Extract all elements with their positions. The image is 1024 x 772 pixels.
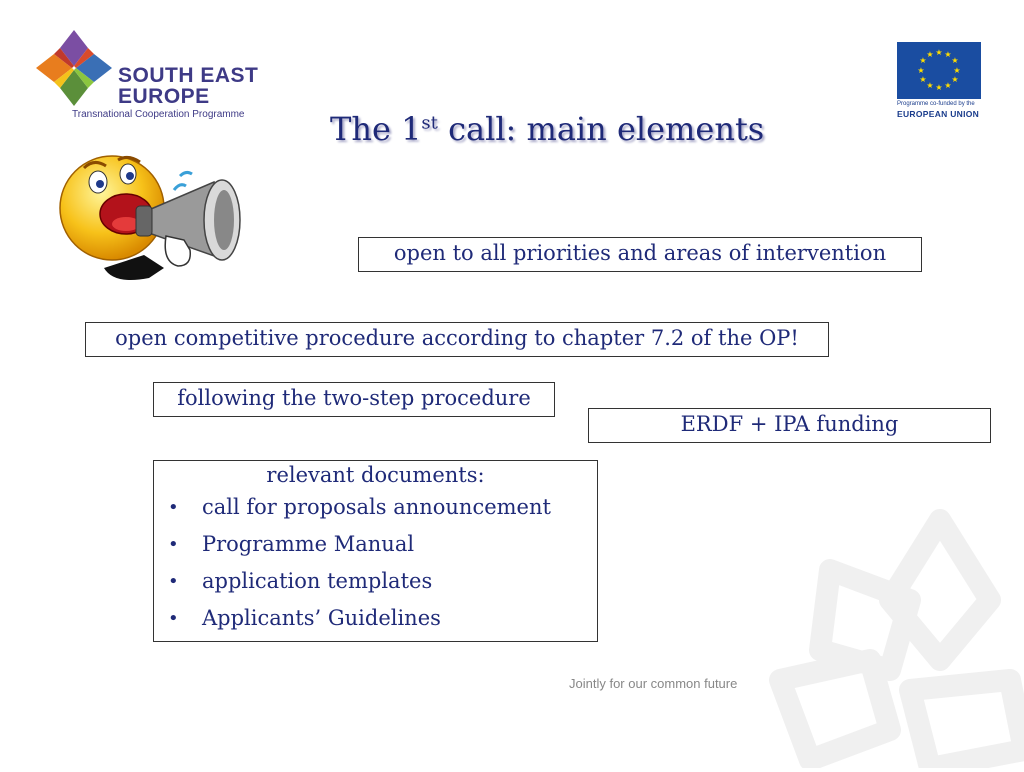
eu-logo: ★ ★ ★ ★ ★ ★ ★ ★ ★ ★ ★ ★ Programme co-fun… [895, 42, 995, 122]
watermark-flower-icon [740, 490, 1024, 772]
flower-logo-icon [36, 30, 112, 106]
list-item: Applicants’ Guidelines [164, 600, 587, 637]
documents-heading: relevant documents: [266, 463, 485, 487]
svg-text:★: ★ [919, 56, 926, 65]
svg-text:★: ★ [944, 81, 951, 90]
svg-text:★: ★ [951, 75, 958, 84]
funding-box: ERDF + IPA funding [588, 408, 991, 443]
two-step-box: following the two-step procedure [153, 382, 555, 417]
eu-flag-icon: ★ ★ ★ ★ ★ ★ ★ ★ ★ ★ ★ ★ [897, 42, 981, 99]
list-item: application templates [164, 563, 587, 600]
svg-text:★: ★ [926, 50, 933, 59]
eu-union-text: EUROPEAN UNION [897, 109, 980, 119]
procedure-box: open competitive procedure according to … [85, 322, 829, 357]
logo-line-1: SOUTH EAST [118, 64, 259, 87]
svg-text:★: ★ [917, 66, 924, 75]
svg-text:★: ★ [953, 66, 960, 75]
svg-text:★: ★ [919, 75, 926, 84]
priorities-box: open to all priorities and areas of inte… [358, 237, 922, 272]
svg-text:★: ★ [951, 56, 958, 65]
svg-text:★: ★ [944, 50, 951, 59]
slide-title: The 1st call: main elements [330, 110, 765, 148]
list-item: call for proposals announcement [164, 489, 587, 526]
logo-subtitle: Transnational Cooperation Programme [72, 109, 245, 120]
megaphone-smiley-icon [54, 150, 254, 290]
eu-cofunded-text: Programme co-funded by the [897, 101, 975, 107]
documents-box: relevant documents: call for proposals a… [153, 460, 598, 642]
list-item: Programme Manual [164, 526, 587, 563]
svg-text:★: ★ [926, 81, 933, 90]
programme-logo: SOUTH EAST EUROPE Transnational Cooperat… [34, 28, 274, 128]
svg-text:★: ★ [935, 83, 942, 92]
documents-list: call for proposals announcement Programm… [164, 489, 587, 637]
svg-text:★: ★ [935, 48, 942, 57]
footer-tagline: Jointly for our common future [569, 676, 738, 691]
logo-line-2: EUROPE [118, 85, 210, 108]
